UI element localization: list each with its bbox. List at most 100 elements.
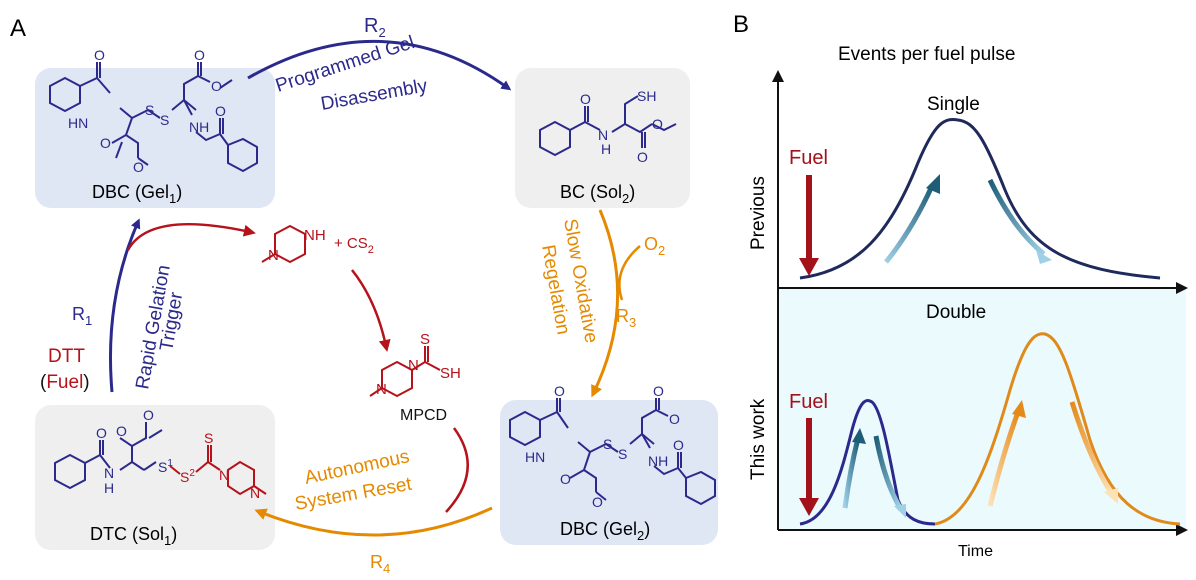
- mpcd-atom-s: S: [420, 331, 430, 348]
- bc-label: BC (Sol2): [560, 182, 635, 206]
- single-event-curve: [799, 118, 1161, 280]
- dbc2-atom-o2: O: [653, 383, 664, 399]
- dtc-atom-o1: O: [96, 425, 107, 441]
- mpcd-structure: [369, 346, 441, 398]
- dbc2-label: DBC (Gel2): [560, 519, 650, 543]
- dbc1-atom-o5: O: [133, 159, 144, 175]
- dbc2-structure: [509, 398, 716, 506]
- dbc1-atom-o2: O: [194, 47, 205, 63]
- fuel-label-top: Fuel: [789, 147, 828, 169]
- dbc1-atom-o3: O: [211, 78, 222, 94]
- this-work-background: [778, 288, 1186, 531]
- r3-o2-branch: [618, 245, 641, 301]
- dbc2-atom-o5: O: [592, 494, 603, 510]
- dtc-atom-h: H: [104, 480, 114, 496]
- dbc1-atom-o1: O: [94, 47, 105, 63]
- dbc1-atom-nh: NH: [189, 119, 209, 135]
- dbc1-atom-s2: S: [160, 112, 169, 128]
- dtc-atom-n: N: [104, 465, 114, 481]
- double-label: Double: [926, 302, 986, 323]
- dtc-atom-s3: S: [204, 430, 213, 446]
- dtc-atom-n3: N: [250, 485, 260, 501]
- r2-text-line2: Disassembly: [319, 75, 429, 114]
- panel-b-title: Events per fuel pulse: [838, 44, 1015, 65]
- mpcd-return-line: [445, 427, 469, 513]
- fall-arrowhead-top: [1036, 250, 1052, 264]
- second-event-curve: [934, 332, 1181, 526]
- dtc-atom-o3: O: [143, 407, 154, 423]
- panel-b-label: B: [733, 11, 749, 38]
- bc-atom-h: H: [601, 141, 611, 157]
- piperazine-nh: NH: [304, 227, 326, 244]
- rise-arrow-2: [987, 411, 1021, 507]
- dtt-label: DTT: [48, 346, 85, 367]
- r3-arrow: [591, 209, 620, 398]
- rise-arrow-1: [842, 437, 861, 509]
- bc-box: [515, 68, 690, 208]
- r4-label: R4: [370, 552, 390, 576]
- dbc2-atom-o6: O: [673, 437, 684, 453]
- dbc2-box: [500, 400, 718, 545]
- fall-arrow-top: [987, 178, 1046, 256]
- r2-label: R2: [364, 15, 386, 40]
- mpcd-atom-n2: N: [376, 381, 387, 398]
- r3-o2-label: O2: [644, 234, 665, 258]
- fall-arrowhead-1: [894, 504, 906, 518]
- dtc-box: [35, 405, 275, 550]
- dtc-label: DTC (Sol1): [90, 524, 177, 548]
- r1-arrow: [109, 218, 141, 393]
- dbc1-box: [35, 68, 275, 208]
- dtc-atom-o2: O: [116, 423, 127, 439]
- fuel-label-bottom: Fuel: [789, 391, 828, 413]
- fuel-label-a: (Fuel): [40, 372, 90, 393]
- dbc1-atom-o6: O: [215, 103, 226, 119]
- panel-a-label: A: [10, 15, 26, 42]
- rise-arrow-top: [884, 184, 935, 264]
- dbc1-label: DBC (Gel1): [92, 182, 182, 206]
- dtc-atom-s1: S1: [158, 458, 173, 475]
- dbc2-atom-o3: O: [669, 411, 680, 427]
- fall-arrowhead-2: [1104, 488, 1118, 504]
- row-label-previous: Previous: [748, 176, 769, 250]
- mpcd-label: MPCD: [400, 407, 447, 424]
- fuel-arrowhead-top: [799, 258, 819, 276]
- bc-atom-n: N: [598, 127, 608, 143]
- fuel-release-arrow: [126, 222, 256, 251]
- r1-label: R1: [72, 304, 92, 328]
- dbc2-atom-s2: S: [618, 446, 627, 462]
- r2-arrow: [247, 39, 512, 91]
- mpcd-formation-arrow: [351, 269, 391, 352]
- fuel-arrowhead-bottom: [799, 498, 819, 516]
- cs2-label: + CS2: [334, 235, 374, 256]
- fall-arrow-1: [873, 435, 903, 510]
- dbc1-atom-o4: O: [100, 135, 111, 151]
- r3-label: R3: [616, 306, 636, 330]
- dtc-dithiocarbamate: [169, 445, 267, 496]
- r4-arrow: [254, 506, 493, 537]
- x-axis-label: Time: [958, 543, 993, 560]
- dbc1-structure: [49, 62, 258, 173]
- rise-arrowhead-1: [852, 428, 866, 444]
- dbc1-atom-s1: S: [145, 102, 154, 118]
- fall-arrow-2: [1069, 401, 1115, 496]
- bc-structure: [539, 95, 677, 157]
- row-label-this-work: This work: [748, 398, 769, 480]
- dtc-atom-n2: N: [219, 467, 229, 483]
- bc-atom-sh: SH: [637, 88, 656, 104]
- bc-atom-o2: O: [637, 149, 648, 165]
- dbc2-atom-hn: HN: [525, 449, 545, 465]
- mpcd-atom-n1: N: [408, 357, 419, 374]
- mpcd-atom-sh: SH: [440, 365, 461, 382]
- piperazine-n: N: [268, 247, 279, 264]
- bc-atom-o1: O: [580, 91, 591, 107]
- dbc2-atom-o1: O: [554, 383, 565, 399]
- single-label: Single: [927, 94, 980, 115]
- rise-arrowhead-2: [1012, 400, 1026, 418]
- dbc1-atom-hn: HN: [68, 115, 88, 131]
- dtc-structure: [54, 422, 163, 490]
- piperazine-reactant: [261, 224, 306, 264]
- bc-atom-o3: O: [652, 116, 663, 132]
- rise-arrowhead-top: [926, 174, 940, 194]
- dbc2-atom-o4: O: [560, 471, 571, 487]
